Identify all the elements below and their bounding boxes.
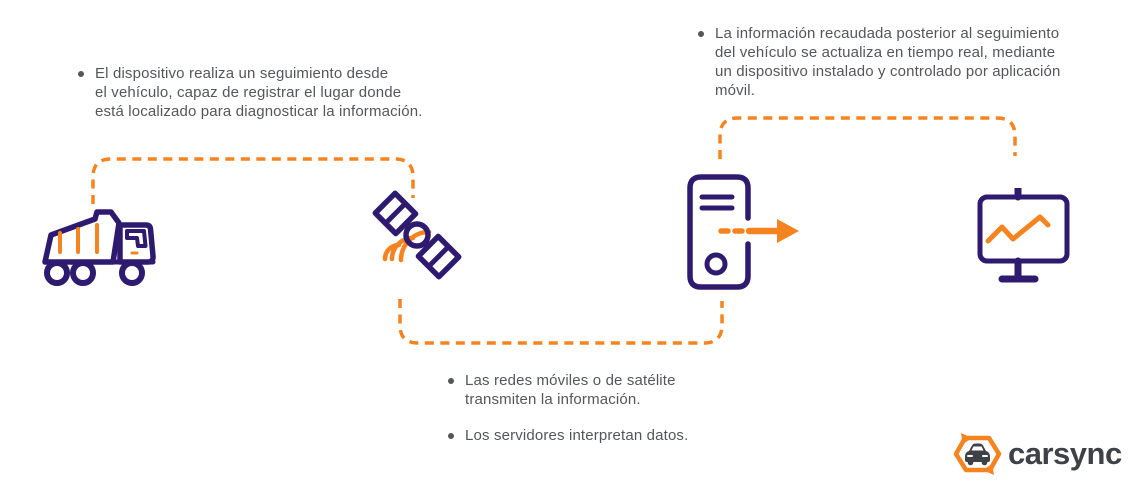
bullet-dot bbox=[78, 71, 84, 77]
carsync-logo-icon bbox=[953, 433, 1002, 475]
text-line: un dispositivo instalado y controlado po… bbox=[715, 63, 1061, 80]
car-glyph bbox=[965, 443, 990, 466]
text-line: está localizado para diagnosticar la inf… bbox=[95, 103, 423, 120]
bullet-text-servers: Los servidores interpretan datos. bbox=[465, 426, 688, 445]
carsync-logo: carsync bbox=[953, 430, 1122, 478]
bullet-text-realtime: La información recaudada posterior al se… bbox=[715, 24, 1061, 100]
bullet-dot bbox=[698, 31, 704, 37]
text-line: El dispositivo realiza un seguimiento de… bbox=[95, 65, 389, 82]
bullet-dot bbox=[448, 378, 454, 384]
bullet-block-realtime: La información recaudada posterior al se… bbox=[698, 24, 1128, 100]
data-out-arrow bbox=[718, 219, 799, 243]
dump-truck-icon bbox=[42, 209, 156, 286]
bullet-block-tracking: El dispositivo realiza un seguimiento de… bbox=[78, 64, 478, 121]
server-icon bbox=[687, 174, 799, 290]
text-line: transmiten la información. bbox=[465, 391, 641, 408]
bullet-text-networks: Las redes móviles o de satélite transmit… bbox=[465, 371, 676, 409]
list-item: El dispositivo realiza un seguimiento de… bbox=[78, 64, 478, 121]
list-item: Los servidores interpretan datos. bbox=[448, 426, 768, 445]
connector-server-monitor bbox=[718, 116, 1017, 159]
text-line: Los servidores interpretan datos. bbox=[465, 427, 689, 444]
bullet-block-networks-servers: Las redes móviles o de satélite transmit… bbox=[448, 371, 768, 445]
connector-satellite-server bbox=[398, 299, 724, 345]
bullet-dot bbox=[448, 433, 454, 439]
connector-truck-satellite bbox=[91, 157, 415, 204]
satellite-icon bbox=[372, 190, 462, 280]
bullet-text-tracking: El dispositivo realiza un seguimiento de… bbox=[95, 64, 423, 121]
text-line: La información recaudada posterior al se… bbox=[715, 25, 1060, 42]
text-line: Las redes móviles o de satélite bbox=[465, 372, 676, 389]
brand-wordmark: carsync bbox=[1008, 436, 1122, 471]
text-line: móvil. bbox=[715, 82, 756, 99]
list-item: La información recaudada posterior al se… bbox=[698, 24, 1128, 100]
text-line: el vehículo, capaz de registrar el lugar… bbox=[95, 84, 402, 101]
presentation-chart-icon bbox=[977, 188, 1070, 283]
text-line: del vehículo se actualiza en tiempo real… bbox=[715, 44, 1056, 61]
list-item: Las redes móviles o de satélite transmit… bbox=[448, 371, 768, 409]
